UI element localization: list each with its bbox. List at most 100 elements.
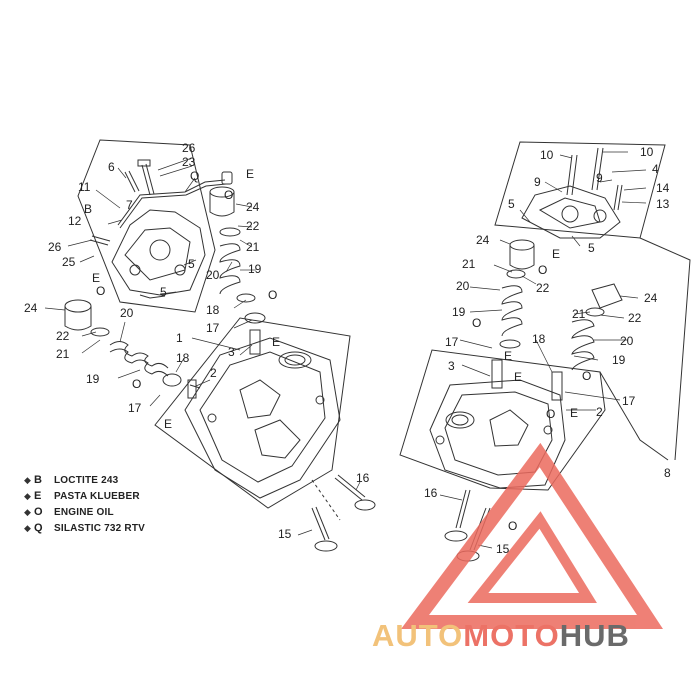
lubricant-callout: E	[504, 349, 512, 363]
left-upper-tappet	[209, 186, 235, 217]
lubricant-callout: E	[514, 370, 522, 384]
lubricant-callout: O	[132, 377, 141, 391]
left-lower-spring	[109, 341, 182, 387]
left-valves	[311, 474, 376, 552]
part-number-callout: 16	[424, 486, 438, 500]
brand-watermark: AUTOMOTOHUB	[372, 618, 692, 654]
part-number-callout: 26	[182, 141, 196, 155]
part-number-callout: 24	[476, 233, 490, 247]
part-number-callout: 17	[206, 321, 220, 335]
left-upper-spring	[219, 227, 266, 355]
part-number-callout: 24	[644, 291, 658, 305]
right-cylinder-head	[429, 379, 566, 489]
lubricant-callout: O	[546, 407, 555, 421]
right-leader-lines	[439, 151, 647, 549]
part-number-callout: 8	[664, 466, 671, 480]
right-left-spring	[491, 285, 523, 389]
part-number-callout: 4	[652, 162, 659, 176]
part-number-callout: 3	[228, 345, 235, 359]
part-number-callout: 15	[496, 542, 510, 556]
lubricant-callout: E	[552, 247, 560, 261]
part-number-callout: 25	[62, 255, 76, 269]
lubricant-callout: O	[96, 284, 105, 298]
part-number-callout: 12	[68, 214, 82, 228]
legend-text: ENGINE OIL	[54, 506, 114, 518]
brand-part-hub: HUB	[559, 618, 630, 653]
legend-code: Q	[34, 522, 43, 534]
lubricant-callout: B	[84, 202, 92, 216]
lubricant-callout: O	[508, 519, 517, 533]
legend-row-engine-oil: ◆ O ENGINE OIL	[24, 504, 145, 520]
legend-text: LOCTITE 243	[54, 474, 119, 486]
watermark-triangle-logo	[401, 442, 663, 629]
part-number-callout: 5	[188, 257, 195, 271]
lubricant-callout: E	[570, 406, 578, 420]
part-number-callout: 20	[620, 334, 634, 348]
lubricant-callout: O	[538, 263, 547, 277]
legend-text: SILASTIC 732 RTV	[54, 522, 145, 534]
right-leader-8b	[599, 371, 669, 461]
part-number-callout: 5	[508, 197, 515, 211]
part-number-callout: 23	[182, 155, 196, 169]
lubricant-callout: E	[92, 271, 100, 285]
left-oil-pipe	[117, 171, 233, 229]
right-cam-carrier	[521, 147, 623, 239]
part-number-callout: 10	[640, 145, 654, 159]
drop-icon: ◆	[24, 522, 31, 533]
part-number-callout: 1	[176, 331, 183, 345]
part-number-callout: 10	[540, 148, 554, 162]
lubricant-callout: O	[224, 188, 233, 202]
part-number-callout: 19	[86, 372, 100, 386]
part-number-callout: 16	[356, 471, 370, 485]
left-bolts	[89, 159, 155, 246]
part-number-callout: 18	[176, 351, 190, 365]
part-number-callout: 20	[456, 279, 470, 293]
right-leader-8	[639, 237, 691, 461]
part-number-callout: 22	[56, 329, 70, 343]
part-number-callout: 21	[572, 307, 586, 321]
lubricant-callout: O	[472, 316, 481, 330]
legend-code: O	[34, 506, 43, 518]
part-number-callout: 19	[452, 305, 466, 319]
part-number-callout: 18	[532, 332, 546, 346]
right-right-tappet	[585, 283, 623, 317]
part-number-callout: 19	[248, 262, 262, 276]
right-right-spring	[551, 319, 595, 401]
part-number-callout: 14	[656, 181, 670, 195]
part-number-callout: 15	[278, 527, 292, 541]
lubricant-callout: E	[246, 167, 254, 181]
part-number-callout: 9	[596, 171, 603, 185]
legend-row-loctite: ◆ B LOCTITE 243	[24, 472, 145, 488]
part-number-callout: 21	[246, 240, 260, 254]
left-lower-box	[154, 317, 351, 509]
part-number-callout: 7	[126, 198, 133, 212]
part-number-callout: 19	[612, 353, 626, 367]
legend-row-silastic: ◆ Q SILASTIC 732 RTV	[24, 520, 145, 536]
drop-icon: ◆	[24, 490, 31, 501]
part-number-callout: 5	[588, 241, 595, 255]
right-lower-box	[399, 349, 606, 491]
legend-text: PASTA KLUEBER	[54, 490, 140, 502]
part-number-callout: 17	[622, 394, 636, 408]
left-upper-box	[77, 139, 216, 313]
part-number-callout: 6	[108, 160, 115, 174]
left-lower-tappet	[64, 299, 110, 337]
part-number-callout: 2	[210, 366, 217, 380]
part-number-callout: 20	[206, 268, 220, 282]
part-number-callout: 22	[246, 219, 260, 233]
lubricant-callout: E	[164, 417, 172, 431]
lubricant-callout: Q	[190, 169, 199, 183]
left-cylinder-head	[184, 337, 341, 499]
left-cam-carrier	[111, 209, 206, 299]
drop-icon: ◆	[24, 474, 31, 485]
part-number-callout: 2	[596, 405, 603, 419]
legend-row-klueber: ◆ E PASTA KLUEBER	[24, 488, 145, 504]
lubricant-callout: O	[268, 288, 277, 302]
part-number-callout: 22	[536, 281, 550, 295]
part-number-callout: 20	[120, 306, 134, 320]
part-number-callout: 17	[128, 401, 142, 415]
lubricant-callout: O	[582, 369, 591, 383]
